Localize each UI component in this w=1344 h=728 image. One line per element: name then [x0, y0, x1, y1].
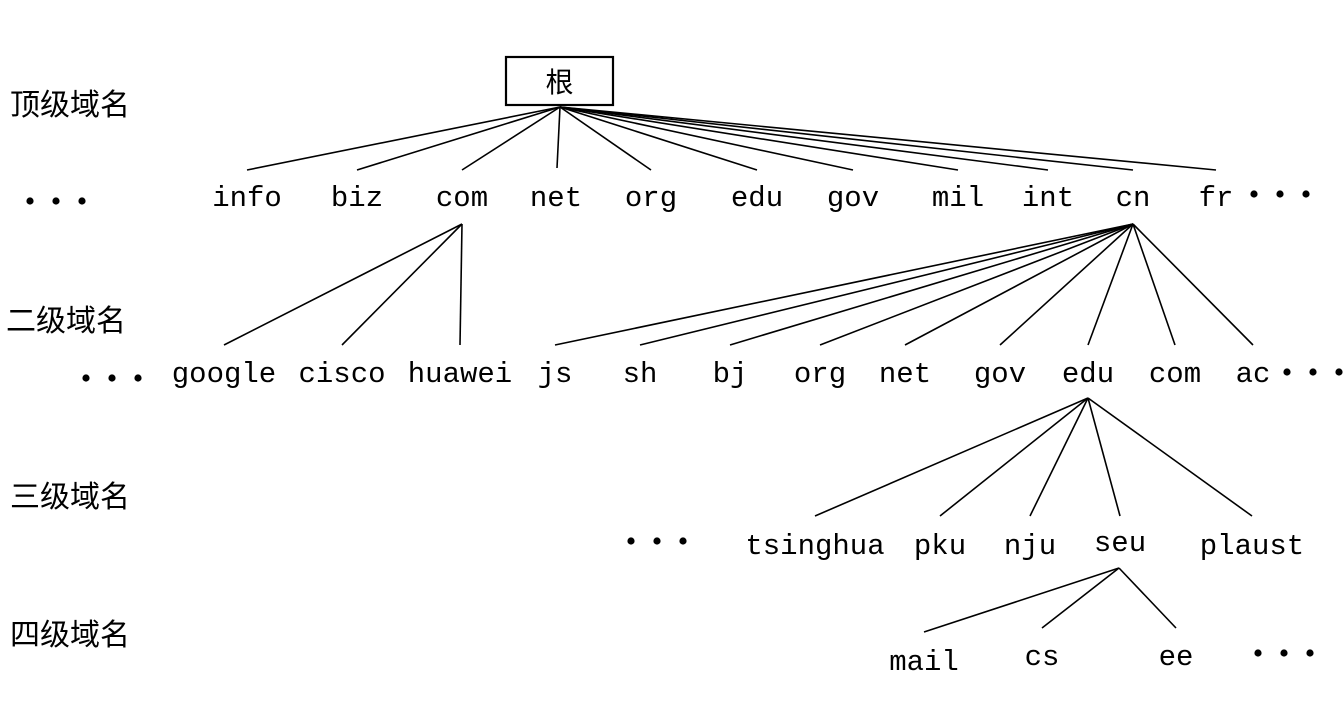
edge-edu-nju	[1029, 397, 1089, 517]
edge-cn-sh	[639, 223, 1134, 346]
second-node-com-cisco: cisco	[298, 358, 385, 391]
tld-node-org: org	[625, 182, 677, 215]
edge-root-biz	[356, 106, 561, 171]
edge-root-int	[559, 106, 1049, 171]
fourth-node-ee: ee	[1159, 641, 1194, 674]
level-label-fourth: 四级域名	[10, 618, 130, 653]
edge-seu-ee	[1118, 567, 1177, 629]
second-node-com-google: google	[172, 358, 276, 391]
tld-node-int: int	[1022, 182, 1074, 215]
tld-node-net: net	[530, 182, 582, 215]
edge-cn-org	[819, 223, 1134, 346]
second-node-cn-com: com	[1149, 358, 1201, 391]
edge-edu-pku	[939, 397, 1089, 517]
level-label-third: 三级域名	[10, 480, 130, 515]
ellipsis-dots	[1283, 368, 1343, 376]
level-label-top: 顶级域名	[10, 88, 130, 123]
second-node-com-huawei: huawei	[408, 358, 512, 391]
second-node-cn-gov: gov	[974, 358, 1026, 391]
root-box	[504, 55, 615, 107]
edge-com-cisco	[341, 223, 463, 346]
edge-com-google	[223, 223, 463, 346]
tld-node-gov: gov	[827, 182, 879, 215]
second-node-cn-sh: sh	[623, 358, 658, 391]
edge-cn-net	[904, 223, 1134, 346]
edge-root-cn	[559, 106, 1134, 171]
third-node-pku: pku	[914, 530, 966, 563]
tld-node-com: com	[436, 182, 488, 215]
edge-cn-gov	[999, 223, 1134, 346]
edge-cn-com	[1132, 223, 1176, 346]
third-node-nju: nju	[1004, 530, 1056, 563]
edge-root-mil	[559, 106, 959, 171]
edge-cn-js	[554, 223, 1134, 346]
edge-cn-edu	[1087, 223, 1134, 346]
edge-com-huawei	[459, 223, 463, 346]
second-node-cn-edu: edu	[1062, 358, 1114, 391]
ellipsis-dots	[627, 537, 687, 545]
edge-root-net	[556, 106, 561, 169]
edge-root-com	[461, 106, 561, 171]
second-node-cn-org: org	[794, 358, 846, 391]
edge-cn-ac	[1132, 223, 1254, 346]
edge-cn-bj	[729, 223, 1134, 346]
edge-edu-seu	[1087, 397, 1121, 517]
edge-root-edu	[559, 106, 758, 171]
second-node-cn-ac: ac	[1236, 358, 1271, 391]
third-node-tsinghua: tsinghua	[745, 530, 884, 563]
edge-root-info	[246, 106, 561, 171]
edge-root-gov	[559, 106, 854, 171]
third-node-plaust: plaust	[1200, 530, 1304, 563]
edge-edu-plaust	[1087, 397, 1253, 517]
edge-seu-mail	[923, 567, 1120, 633]
edge-edu-tsinghua	[814, 397, 1089, 517]
second-node-cn-net: net	[879, 358, 931, 391]
second-node-cn-bj: bj	[713, 358, 748, 391]
tld-node-info: info	[212, 182, 282, 215]
second-node-cn-js: js	[538, 358, 573, 391]
level-label-second: 二级域名	[6, 304, 126, 339]
ellipsis-dots	[1250, 190, 1310, 198]
edge-root-fr	[559, 106, 1217, 171]
edge-seu-cs	[1041, 567, 1120, 629]
ellipsis-dots	[1254, 649, 1314, 657]
tld-node-fr: fr	[1199, 182, 1234, 215]
tld-node-mil: mil	[932, 182, 984, 215]
tld-node-cn: cn	[1116, 182, 1151, 215]
edge-root-org	[559, 106, 652, 171]
tld-node-biz: biz	[331, 182, 383, 215]
fourth-node-cs: cs	[1025, 641, 1060, 674]
root-label: 根	[545, 66, 573, 99]
ellipsis-dots	[82, 374, 142, 382]
fourth-node-mail: mail	[889, 646, 959, 679]
ellipsis-dots	[26, 197, 86, 205]
third-node-seu: seu	[1094, 527, 1146, 560]
tld-node-edu: edu	[731, 182, 783, 215]
